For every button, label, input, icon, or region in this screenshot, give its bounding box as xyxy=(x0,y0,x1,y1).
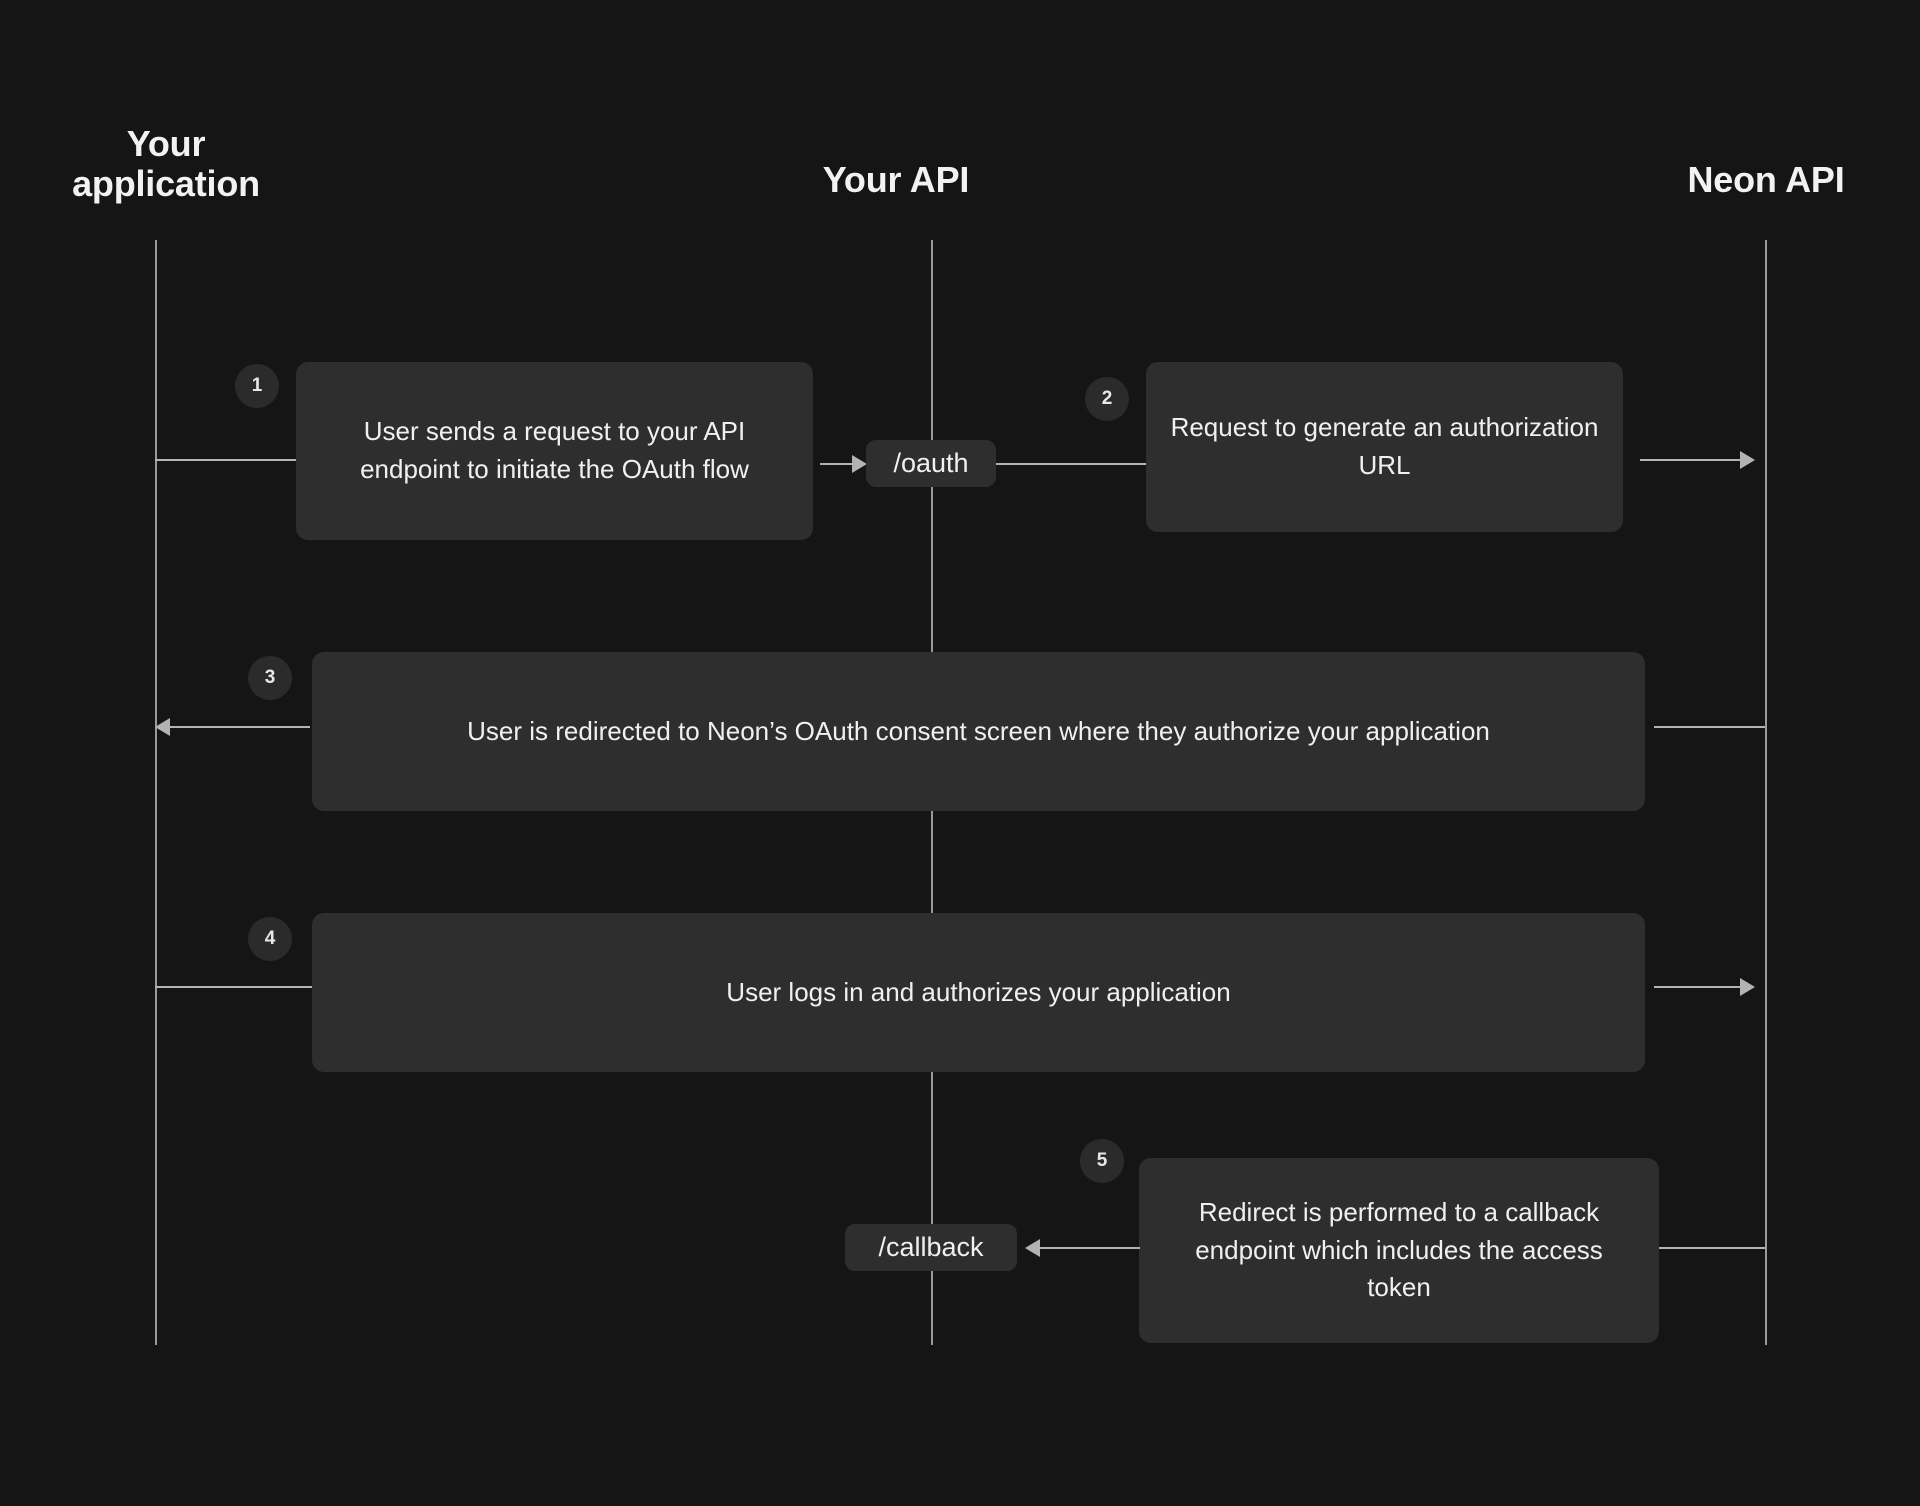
arrowhead-step-4-right xyxy=(1740,978,1755,996)
endpoint-pill-oauth[interactable]: /oauth xyxy=(866,440,996,487)
connector-step-4-right xyxy=(1654,986,1745,988)
step-badge-1: 1 xyxy=(235,364,279,408)
arrowhead-step-5-left xyxy=(1025,1239,1040,1257)
connector-step-5-right xyxy=(1659,1247,1765,1249)
arrowhead-step-1-right xyxy=(852,455,867,473)
lifeline-neon-api xyxy=(1765,240,1767,1345)
connector-step-4-left xyxy=(155,986,312,988)
step-badge-3: 3 xyxy=(248,656,292,700)
step-badge-4: 4 xyxy=(248,917,292,961)
connector-step-1-left xyxy=(155,459,296,461)
connector-step-1-right xyxy=(820,463,858,465)
endpoint-pill-callback[interactable]: /callback xyxy=(845,1224,1017,1271)
connector-step-2-right xyxy=(1640,459,1745,461)
lane-header-neon-api: Neon API xyxy=(1687,159,1845,200)
step-message-3: User is redirected to Neon’s OAuth conse… xyxy=(312,652,1645,811)
step-badge-2: 2 xyxy=(1085,377,1129,421)
connector-step-2-left xyxy=(996,463,1146,465)
arrowhead-step-2-right xyxy=(1740,451,1755,469)
step-message-5: Redirect is performed to a callback endp… xyxy=(1139,1158,1659,1343)
step-message-4: User logs in and authorizes your applica… xyxy=(312,913,1645,1072)
lane-header-your-application: Your application xyxy=(72,123,260,204)
lifeline-your-application xyxy=(155,240,157,1345)
connector-step-3-right xyxy=(1654,726,1765,728)
step-message-2: Request to generate an authorization URL xyxy=(1146,362,1623,532)
step-message-1: User sends a request to your API endpoin… xyxy=(296,362,813,540)
connector-step-3-left xyxy=(170,726,310,728)
arrowhead-step-3-left xyxy=(155,718,170,736)
connector-step-5-left xyxy=(1040,1247,1140,1249)
step-badge-5: 5 xyxy=(1080,1139,1124,1183)
lane-header-your-api: Your API xyxy=(822,159,970,200)
